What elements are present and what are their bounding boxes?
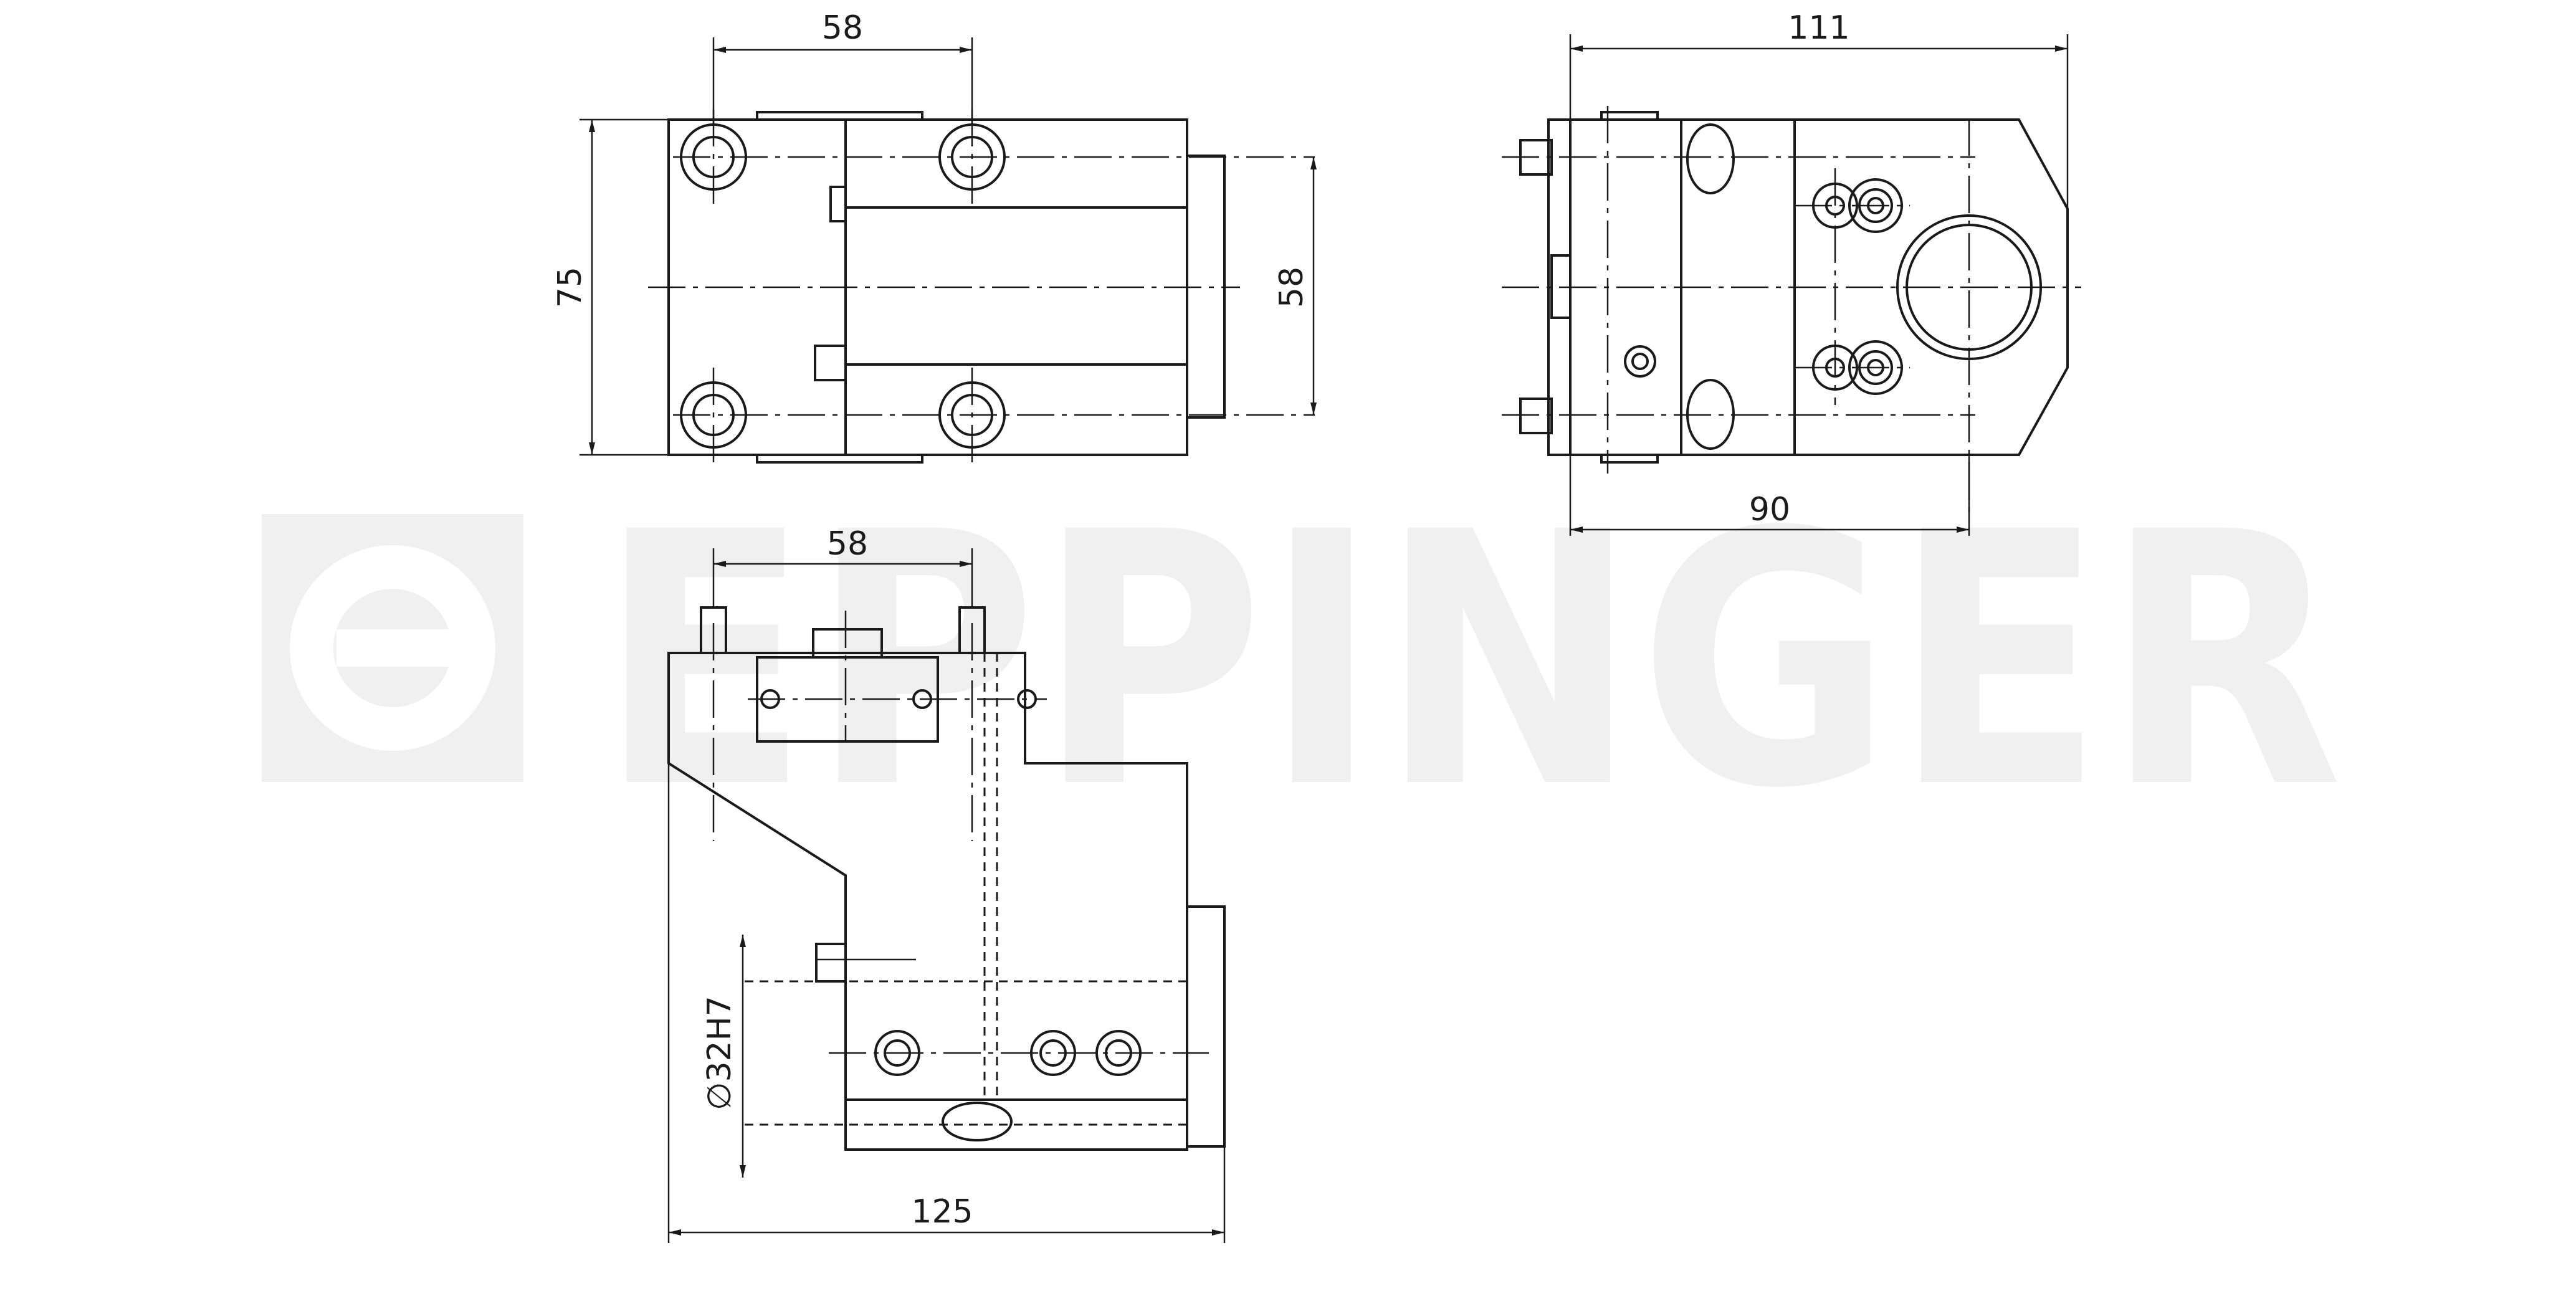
top-view-height-right-dim: 58 (1273, 267, 1310, 308)
top-view: 58 75 58 (551, 9, 1317, 464)
front-view-bore-dim: ∅32H7 (701, 996, 738, 1110)
side-view: 111 90 (1502, 9, 2081, 536)
bolt-head (1624, 345, 1656, 378)
top-view-width-dim: 58 (822, 9, 863, 47)
side-view-top-dim: 111 (1788, 9, 1849, 47)
side-view-bottom-dim: 90 (1749, 491, 1790, 528)
eppinger-logo (262, 514, 523, 782)
watermark: EPPINGER (262, 459, 2343, 865)
top-view-height-left-dim: 75 (551, 267, 589, 308)
watermark-text: EPPINGER (598, 459, 2343, 865)
front-view-top-dim: 58 (827, 525, 868, 563)
front-view-bottom-dim: 125 (911, 1193, 973, 1231)
front-view: 58 ∅32H7 125 (667, 525, 1226, 1243)
